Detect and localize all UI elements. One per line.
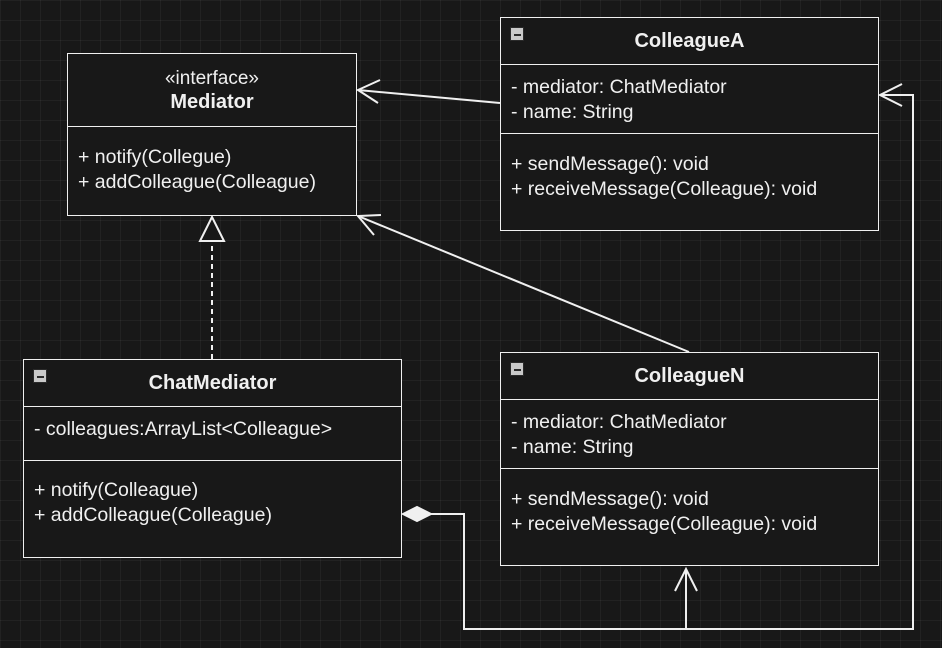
attributes-section: - mediator: ChatMediator - name: String: [501, 65, 878, 134]
composition-diamond: [400, 505, 434, 523]
operation: + addColleague(Colleague): [34, 504, 272, 526]
edge-colleaguen-to-mediator[interactable]: [357, 215, 690, 353]
operation: + addColleague(Colleague): [78, 171, 316, 193]
operation: + sendMessage(): void: [511, 153, 709, 175]
arrowhead-triangle-realization: [198, 214, 226, 242]
arrowhead-open-colleaguen-bottom: [674, 566, 698, 592]
class-mediator[interactable]: «interface» Mediator + notify(Collegue) …: [67, 53, 357, 216]
class-colleague-a[interactable]: ColleagueA - mediator: ChatMediator - na…: [500, 17, 879, 231]
class-header: ChatMediator: [24, 360, 401, 407]
operations-section: + sendMessage(): void + receiveMessage(C…: [501, 134, 878, 202]
attributes-section: - colleagues:ArrayList<Colleague>: [24, 407, 401, 461]
operations-section: + notify(Colleague) + addColleague(Colle…: [24, 461, 401, 528]
operation: + receiveMessage(Colleague): void: [511, 178, 818, 200]
operations-section: + notify(Collegue) + addColleague(Collea…: [68, 127, 356, 195]
attribute: - name: String: [511, 101, 634, 123]
attribute: - colleagues:ArrayList<Colleague>: [34, 418, 333, 440]
minus-square-icon[interactable]: [33, 369, 47, 383]
class-name: ColleagueN: [634, 365, 745, 387]
class-header: «interface» Mediator: [68, 54, 356, 127]
attribute: - name: String: [511, 436, 634, 458]
attributes-section: - mediator: ChatMediator - name: String: [501, 400, 878, 469]
minus-square-icon[interactable]: [510, 27, 524, 41]
arrowhead-open-colleaguea-right: [877, 83, 903, 107]
class-name: Mediator: [170, 91, 254, 113]
operation: + notify(Collegue): [78, 146, 232, 168]
class-header: ColleagueN: [501, 353, 878, 400]
stereotype-label: «interface»: [164, 68, 259, 89]
operation: + notify(Colleague): [34, 479, 199, 501]
class-name: ColleagueA: [634, 30, 745, 52]
arrowhead-open-colleaguea: [355, 79, 381, 104]
operation: + sendMessage(): void: [511, 488, 709, 510]
arrowhead-open-colleaguen: [355, 214, 382, 236]
operation: + receiveMessage(Colleague): void: [511, 513, 818, 535]
operations-section: + sendMessage(): void + receiveMessage(C…: [501, 469, 878, 537]
edge-colleaguea-to-mediator[interactable]: [357, 89, 501, 104]
minus-square-icon[interactable]: [510, 362, 524, 376]
attribute: - mediator: ChatMediator: [511, 76, 727, 98]
class-name: ChatMediator: [148, 372, 277, 394]
class-colleague-n[interactable]: ColleagueN - mediator: ChatMediator - na…: [500, 352, 879, 566]
class-chat-mediator[interactable]: ChatMediator - colleagues:ArrayList<Coll…: [23, 359, 402, 558]
class-header: ColleagueA: [501, 18, 878, 65]
attribute: - mediator: ChatMediator: [511, 411, 727, 433]
edge-chatmediator-composition[interactable]: [431, 94, 914, 630]
